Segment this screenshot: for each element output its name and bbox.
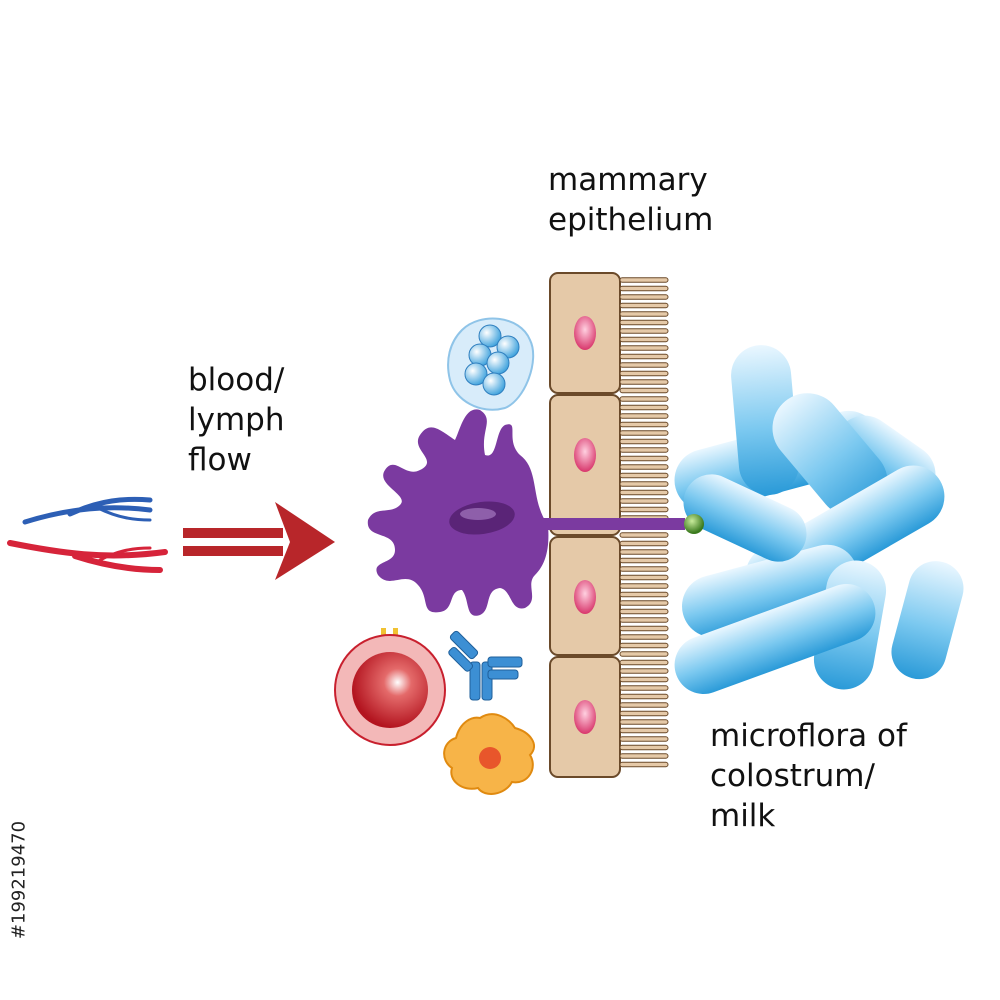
microvillus [619,702,669,708]
stock-id-text: #199219470 [8,820,30,940]
microvillus [619,489,669,496]
microvillus [619,336,669,343]
microvillus [619,693,669,700]
microvillus [619,600,669,606]
microvillus [619,634,669,640]
microvillus [619,532,669,538]
microvillus [619,719,669,725]
epithelial-cell [549,656,621,778]
microvillus [619,642,669,649]
stock-id-label: #199219470 [6,765,32,995]
microvillus [619,421,669,428]
microvillus [619,413,669,419]
flow-label-line2: lymph [188,402,285,438]
macrophage [443,713,535,795]
microvillus [619,328,669,334]
microvillus [619,608,669,615]
epithelial-cell [549,536,621,656]
microvillus [619,540,669,547]
microvillus [619,736,669,742]
microvillus [619,591,669,598]
microvillus [619,727,669,734]
microvillus [619,685,669,691]
microvillus [619,498,669,504]
microvillus [619,625,669,632]
microvillus [619,557,669,564]
microvillus [619,362,669,368]
microvillus [619,353,669,360]
antibody [448,630,523,701]
microvillus [619,659,669,666]
microvillus [619,438,669,445]
microvillus [619,710,669,717]
blood-vessels [7,496,168,573]
microflora-label: microflora of colostrum/ milk [710,716,907,836]
microvillus [619,472,669,479]
microflora-label-line3: milk [710,798,776,834]
microvillus [619,379,669,385]
microvillus [619,447,669,453]
microvillus [619,387,669,394]
bacteria-cluster [674,345,964,694]
microvillus [619,455,669,462]
microvillus [619,744,669,751]
microvillus [619,302,669,309]
microvillus [619,549,669,555]
microvillus [619,617,669,623]
lymphocyte [334,628,446,746]
microflora-label-line2: colostrum/ [710,758,875,794]
epithelial-cell [549,394,621,536]
microvillus [619,574,669,581]
epithelium-label: mammary epithelium [548,160,713,240]
microvillus [619,396,669,402]
microvillus [619,583,669,589]
cocci-cluster [447,317,535,411]
dendritic-cell [367,409,685,616]
flow-label: blood/ lymph flow [188,360,284,480]
microvillus [619,464,669,470]
epithelium-label-line1: mammary [548,162,708,198]
microvillus [619,668,669,674]
microvillus [619,311,669,317]
microvillus [619,430,669,436]
flow-label-line1: blood/ [188,362,285,398]
epithelium-column [549,272,669,778]
epithelium-label-line2: epithelium [548,202,714,238]
microvillus [619,566,669,572]
microvillus [619,506,669,513]
microvillus [619,404,669,411]
flow-label-line3: flow [188,442,252,478]
microvillus [619,345,669,351]
microvillus [619,277,669,283]
microvillus [619,285,669,292]
microvillus [619,481,669,487]
microvillus [619,370,669,377]
microvillus [619,753,669,759]
microvillus [619,676,669,683]
flow-arrow [183,502,335,580]
microvillus [619,651,669,657]
microvilli [619,277,669,768]
antigen-particle [684,514,704,534]
microvillus [619,761,669,768]
microflora-label-line1: microflora of [710,718,907,754]
microvillus [619,319,669,326]
microvillus [619,294,669,300]
epithelial-cell [549,272,621,394]
